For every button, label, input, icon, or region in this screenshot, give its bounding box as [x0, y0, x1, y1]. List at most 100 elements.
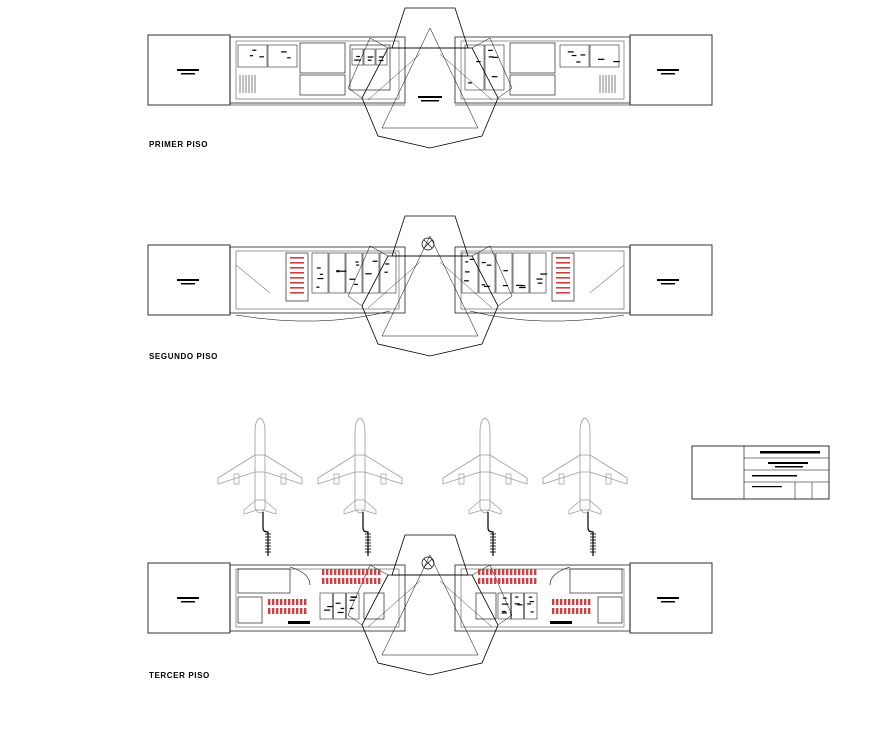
seat-row-right [522, 569, 525, 575]
room-fixture [464, 280, 469, 282]
room-fixture [355, 261, 359, 263]
seat-row-right [534, 569, 537, 575]
seat-row-left [358, 578, 361, 584]
room-fixture [353, 283, 358, 286]
stair-tread-right [556, 287, 570, 289]
room-right-c [497, 592, 511, 620]
seat-row-right [482, 578, 485, 584]
perimeter-curve-right [469, 310, 625, 322]
seat-row-right [490, 569, 493, 575]
end-block-right-label [661, 601, 675, 603]
seat-row-right [526, 578, 529, 584]
seat-row-right-lower [560, 608, 563, 614]
room-fixture [481, 261, 486, 264]
seat-row-left [374, 569, 377, 575]
room-left-a [237, 568, 291, 594]
stair-tread-left [290, 282, 304, 284]
seat-row-right-lower [572, 608, 575, 614]
wing-left [229, 564, 406, 632]
seat-row-left [346, 578, 349, 584]
aircraft-tail [343, 499, 377, 515]
title-block-text [775, 466, 803, 468]
seat-row-right [494, 578, 497, 584]
room-fixture [517, 604, 523, 606]
office-left [379, 252, 397, 294]
aircraft-engine [558, 473, 565, 485]
room-fixture [613, 60, 620, 63]
room-fixture [516, 284, 522, 286]
stair-tread-right [556, 267, 570, 269]
end-block-left-label [181, 73, 195, 75]
aircraft [542, 417, 628, 556]
seat-row-right-lower [552, 599, 555, 605]
perimeter-curve-left [235, 310, 391, 322]
seat-row-right [498, 569, 501, 575]
round-room-mark [423, 558, 433, 568]
seat-row-left-lower [284, 599, 287, 605]
seat-row-left [338, 578, 341, 584]
connector-left [347, 564, 389, 626]
room-fixture [502, 610, 506, 613]
room-fixture [486, 264, 492, 266]
room-fixture [515, 596, 519, 598]
seat-row-left [338, 569, 341, 575]
room-fixture [337, 611, 344, 614]
room-left [267, 44, 298, 68]
room-fixture [356, 55, 360, 58]
room-fixture [503, 597, 507, 599]
seat-row-left [378, 578, 381, 584]
room-left-lower [299, 74, 346, 96]
office-right [529, 252, 547, 294]
seat-row-left-lower [300, 599, 303, 605]
room-left-c [346, 592, 360, 620]
seat-row-left-lower [272, 599, 275, 605]
concourse-label [421, 100, 439, 102]
end-block-left-label [181, 283, 195, 285]
room-left-d [363, 592, 385, 620]
room-fixture [378, 59, 384, 62]
room-fixture [465, 261, 469, 263]
room-fixture [502, 284, 508, 287]
stair-tread-left [290, 257, 304, 259]
seat-row-right-lower [560, 599, 563, 605]
aircraft-wing [217, 454, 303, 485]
room-fixture [378, 56, 384, 58]
room-fixture [349, 607, 354, 610]
aircraft-tail [468, 499, 502, 515]
end-block-right-label [657, 597, 679, 599]
seat-row-right-lower [584, 599, 587, 605]
aircraft-wing [442, 454, 528, 485]
room-fixture [540, 273, 548, 275]
seat-row-right [478, 578, 481, 584]
room-right [559, 44, 590, 68]
room-right-b [597, 596, 623, 624]
stair-tread-right [556, 277, 570, 279]
stair-tread-right [556, 292, 570, 294]
jet-bridge [362, 512, 369, 556]
office-left [328, 252, 346, 294]
seat-row-left-lower [304, 599, 307, 605]
seat-row-right [502, 578, 505, 584]
concourse-line [439, 53, 493, 101]
seat-row-right [530, 578, 533, 584]
seat-row-right [530, 569, 533, 575]
room-fixture [597, 58, 605, 60]
room-fixture [481, 284, 486, 286]
seat-row-left [354, 578, 357, 584]
room-fixture [536, 278, 543, 280]
wing-left [229, 246, 406, 314]
room-fixture [340, 607, 345, 610]
seat-row-right [478, 569, 481, 575]
room-fixture [514, 603, 520, 605]
stair-tread-left [290, 292, 304, 294]
concourse-line [439, 261, 493, 309]
aircraft-group [217, 417, 628, 556]
seat-row-right [510, 569, 513, 575]
aircraft-fuselage [579, 417, 591, 514]
room-fixture [503, 270, 508, 272]
room-fixture [316, 267, 321, 269]
room-fixture [464, 271, 470, 273]
wing-right-inner [460, 40, 625, 100]
seat-row-left-lower [276, 599, 279, 605]
seat-row-right [514, 569, 517, 575]
